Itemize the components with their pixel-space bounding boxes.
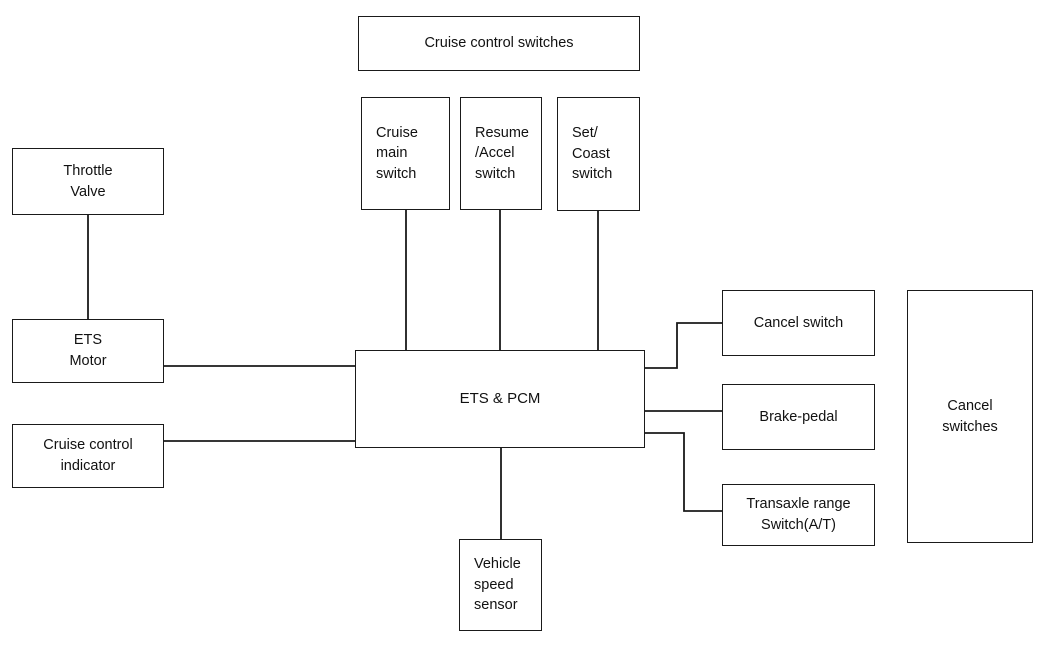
node-throttle-valve-label: Throttle Valve — [63, 162, 113, 200]
node-resume-accel-switch-label: Resume /Accel switch — [475, 124, 529, 182]
node-throttle-valve: Throttle Valve — [12, 148, 164, 215]
node-cancel-switch-label: Cancel switch — [753, 314, 844, 331]
node-set-coast-switch: Set/ Coast switch — [557, 97, 640, 211]
node-transaxle-range-switch-label: Transaxle range Switch(A/T) — [746, 496, 851, 533]
node-brake-pedal-label: Brake-pedal — [759, 408, 838, 425]
connector-ets-pcm-to-transaxle-range-switch — [645, 432, 722, 512]
node-transaxle-range-switch: Transaxle range Switch(A/T) — [722, 484, 875, 546]
node-ets-motor-label: ETS Motor — [69, 332, 107, 369]
node-cruise-control-switches-label: Cruise control switches — [424, 35, 574, 52]
node-set-coast-switch-label: Set/ Coast switch — [572, 125, 613, 183]
node-cancel-switches: Cancel switches — [907, 290, 1033, 543]
node-vehicle-speed-sensor: Vehicle speed sensor — [459, 539, 542, 631]
node-brake-pedal: Brake-pedal — [722, 384, 875, 450]
node-cruise-main-switch: Cruise main switch — [361, 97, 450, 210]
node-cancel-switch: Cancel switch — [722, 290, 875, 356]
node-vehicle-speed-sensor-label: Vehicle speed sensor — [474, 556, 521, 614]
node-ets-pcm: ETS & PCM — [355, 350, 645, 448]
node-ets-pcm-label: ETS & PCM — [459, 390, 541, 408]
node-cruise-control-indicator: Cruise control indicator — [12, 424, 164, 488]
node-cruise-control-indicator-label: Cruise control indicator — [43, 437, 133, 474]
connector-ets-pcm-to-cancel-switch — [645, 322, 722, 369]
node-cruise-main-switch-label: Cruise main switch — [376, 124, 418, 182]
node-ets-motor: ETS Motor — [12, 319, 164, 383]
node-cruise-control-switches: Cruise control switches — [358, 16, 640, 71]
node-cancel-switches-label: Cancel switches — [942, 397, 998, 435]
node-resume-accel-switch: Resume /Accel switch — [460, 97, 542, 210]
